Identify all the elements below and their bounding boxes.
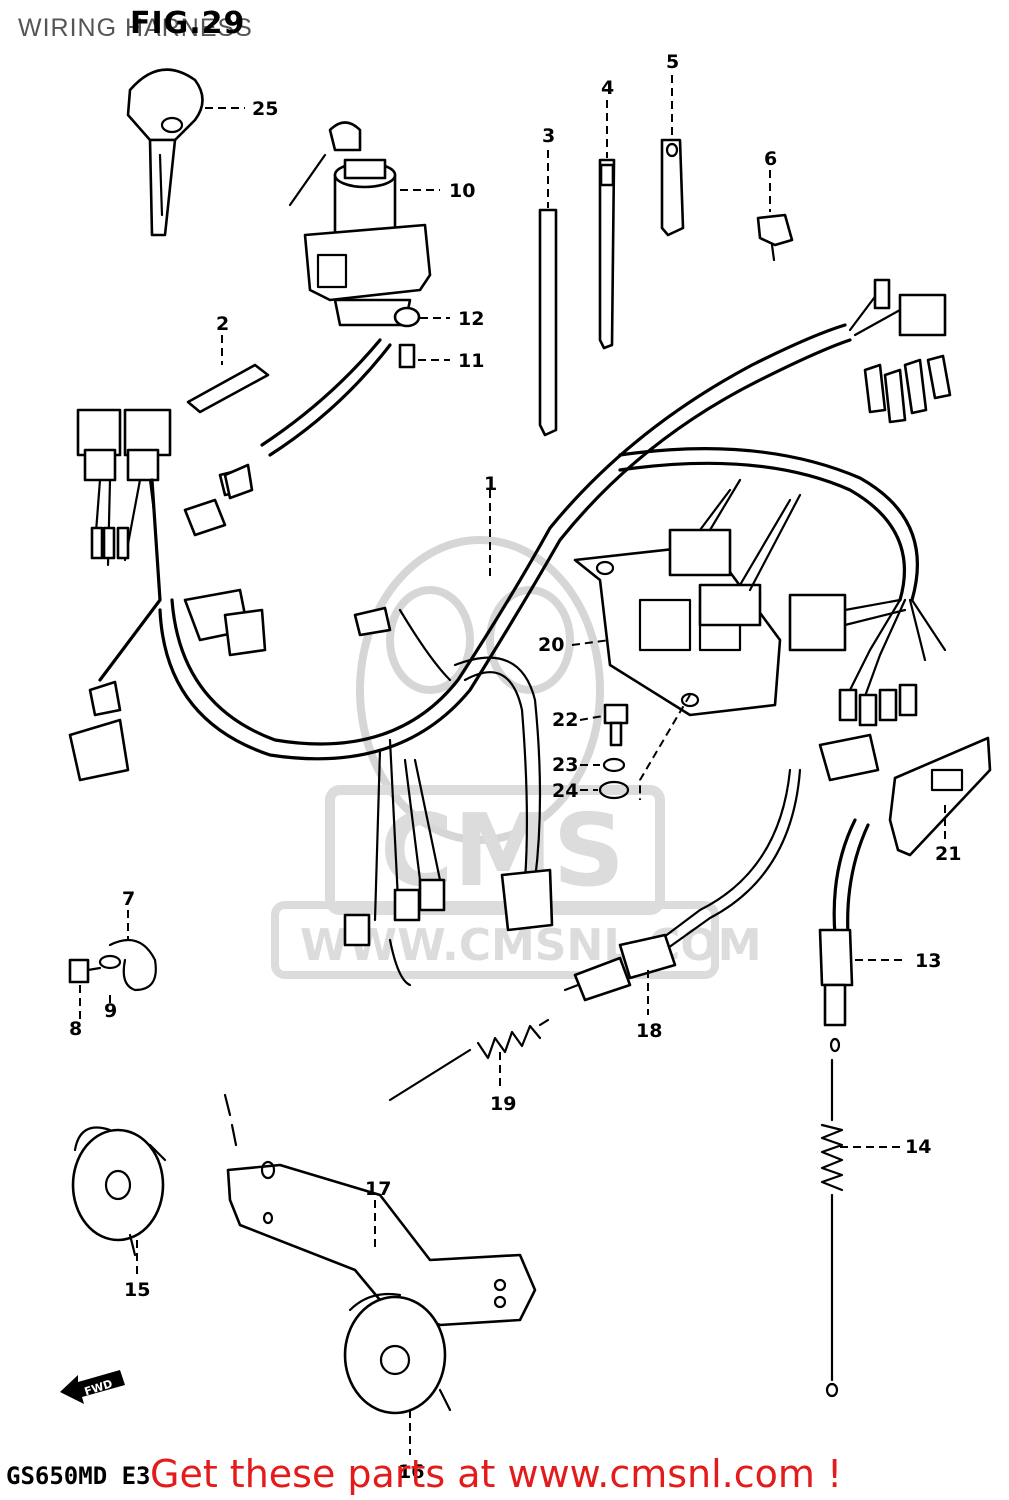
part-number-20: 20 (538, 634, 564, 656)
part-number-23: 23 (552, 754, 578, 776)
part-number-4: 4 (601, 77, 614, 99)
neutral-switch-icon (563, 768, 802, 1002)
bolt-washer-set-icon (598, 703, 630, 800)
model-code: GS650MD E3 (6, 1462, 151, 1490)
part-number-21: 21 (935, 843, 961, 865)
part-number-24: 24 (552, 780, 578, 802)
part-number-6: 6 (764, 148, 777, 170)
part-number-16: 16 (398, 1461, 424, 1483)
clip-icon (756, 213, 794, 262)
return-spring-icon (388, 1018, 550, 1102)
diagram-title: WIRING HARNESS (18, 14, 253, 42)
part-number-11: 11 (458, 350, 484, 372)
part-number-9: 9 (104, 1000, 117, 1022)
horn-icon (71, 1126, 167, 1257)
part-number-14: 14 (905, 1136, 931, 1158)
part-number-17: 17 (365, 1178, 391, 1200)
fuse-icon (186, 363, 270, 414)
part-number-22: 22 (552, 709, 578, 731)
part-number-10: 10 (449, 180, 475, 202)
forward-direction-arrow: FWD (60, 1370, 125, 1404)
horn-bracket-icon (223, 1093, 537, 1327)
key-icon (126, 68, 204, 237)
main-wiring-harness (158, 278, 952, 987)
leader-lines (79, 75, 946, 1455)
left-connector-cluster (68, 408, 267, 782)
part-number-3: 3 (542, 125, 555, 147)
horn-large-icon (343, 1292, 452, 1415)
watermark-logo: CMS WWW.CMSNL.COM (271, 536, 762, 979)
part-number-12: 12 (458, 308, 484, 330)
rear-brake-switch-icon (818, 818, 870, 1053)
part-number-8: 8 (69, 1018, 82, 1040)
bolt-icon (393, 306, 421, 369)
part-number-18: 18 (636, 1020, 662, 1042)
clamp-band-icon (538, 138, 685, 437)
promo-banner[interactable]: Get these parts at www.cmsnl.com ! (150, 1452, 843, 1496)
figure-label: FIG.29 (130, 6, 246, 41)
part-number-19: 19 (490, 1093, 516, 1115)
part-number-5: 5 (666, 51, 679, 73)
part-number-2: 2 (216, 313, 229, 335)
part-number-7: 7 (122, 888, 135, 910)
part-number-15: 15 (124, 1279, 150, 1301)
part-number-1: 1 (484, 473, 497, 495)
relay-bracket-icon (573, 478, 802, 717)
spring-icon (820, 1058, 844, 1398)
part-number-13: 13 (915, 950, 941, 972)
screw-clip-icon (68, 938, 157, 992)
part-number-labels: 25 10 12 11 3 4 5 6 2 1 20 22 23 24 21 1… (69, 51, 961, 1483)
ignition-switch-icon (288, 121, 432, 327)
part-number-25: 25 (252, 98, 278, 120)
bracket-icon (888, 736, 992, 857)
